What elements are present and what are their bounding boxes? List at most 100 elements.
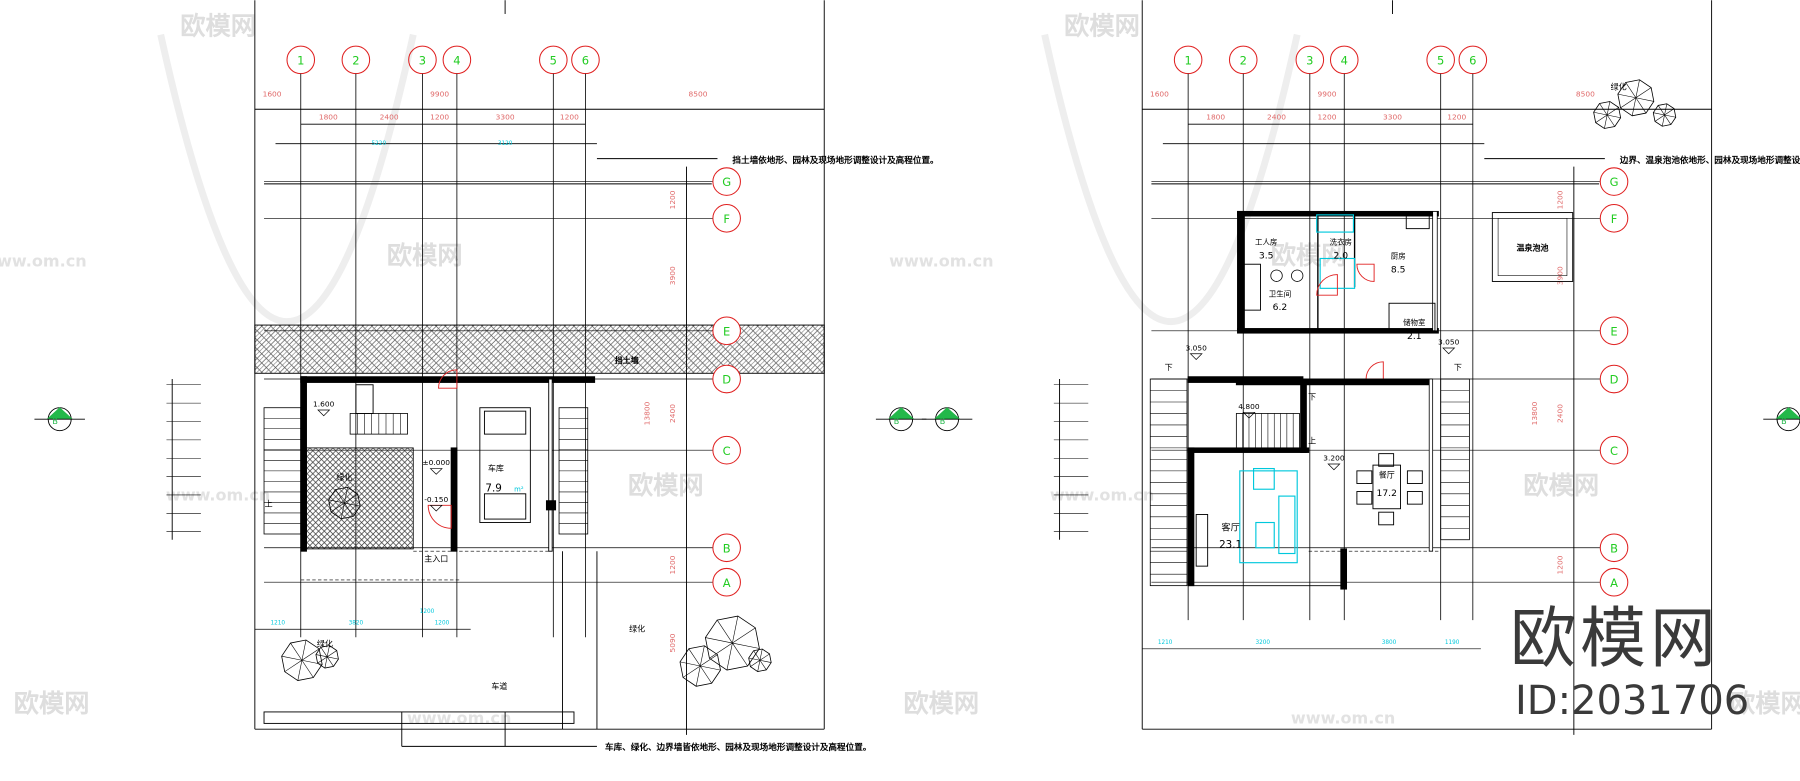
door-kitchen [1356, 263, 1375, 282]
tree-symbol [704, 615, 760, 671]
level-triangle [1189, 353, 1203, 360]
level-mark: 3.050 [1438, 338, 1460, 347]
watermark-logo: 欧模网 [180, 12, 256, 41]
tree-branch [1664, 108, 1675, 116]
axis-label: A [723, 576, 731, 590]
watermark-logo: 欧模网 [1064, 12, 1140, 41]
tree-branch [1664, 114, 1672, 125]
level-mark: 3.050 [1186, 343, 1208, 352]
armchair-icon [1252, 467, 1275, 490]
tree-branch [759, 648, 763, 661]
tree-branch [1599, 103, 1608, 116]
tree-branch [695, 665, 701, 687]
tree-branch [732, 642, 748, 667]
tree-branch [699, 645, 705, 667]
dimension-text: 5090 [668, 633, 677, 652]
tree-branch [1593, 111, 1608, 116]
watermark-site: www.om.cn [1050, 486, 1154, 505]
tree-branch [1635, 87, 1652, 99]
dimension-text: 1800 [1206, 113, 1225, 122]
tree-branch [688, 648, 701, 667]
axis-label: 5 [550, 53, 557, 67]
door-main-entry [427, 504, 452, 529]
tree-branch [330, 502, 345, 513]
level-triangle [429, 468, 443, 475]
tree-branch [317, 656, 328, 664]
watermark-logo: 欧模网 [1271, 241, 1347, 270]
dimension-text: 1210 [1158, 640, 1173, 646]
dining-chair-icon [1356, 470, 1373, 484]
tree-branch [1635, 97, 1647, 114]
tv-cabinet-icon [1195, 514, 1209, 567]
tree-branch [700, 665, 721, 671]
tree-branch [700, 654, 718, 667]
room-area: 8.5 [1391, 264, 1406, 275]
tree-symbol [281, 639, 323, 681]
tree-branch [327, 656, 339, 660]
room-name: 工人房 [1255, 237, 1277, 247]
dimension-text: 3300 [496, 113, 515, 122]
watermark-id: ID:2031706 [1515, 678, 1750, 724]
watermark-site: www.om.cn [889, 252, 993, 271]
section-arrow-icon [933, 407, 961, 420]
axis-label: D [1610, 373, 1619, 387]
dimension-text: 13800 [643, 401, 652, 425]
watermark-logo: 欧模网 [1730, 689, 1800, 718]
tree-symbol [1652, 103, 1677, 127]
tree-branch [284, 660, 303, 672]
dimension-text: 13800 [1530, 401, 1539, 425]
wall-garage-west [450, 447, 458, 552]
watermark-site: www.om.cn [166, 486, 270, 505]
dimension-text: 8500 [1576, 90, 1595, 99]
axis-bubble-D [712, 364, 741, 394]
tree-branch [732, 627, 756, 644]
dining-chair-icon [1356, 491, 1373, 505]
axis-label: B [723, 541, 731, 555]
watermark-arc [1041, 33, 1301, 326]
tree-branch [315, 654, 328, 658]
dimension-text: 2400 [380, 113, 399, 122]
axis-bubble-E [1599, 316, 1629, 346]
axis-bubble-B [1599, 533, 1629, 563]
room-name: 厨房 [1391, 250, 1406, 260]
stove-icon [1405, 214, 1430, 230]
dining-chair-icon [1406, 491, 1423, 505]
level-mark: 1.600 [313, 400, 335, 409]
stair-down-label: 下 [1165, 363, 1173, 372]
tree-branch [1620, 97, 1637, 109]
tree-branch [301, 648, 320, 661]
driveway-label: 车道 [491, 681, 507, 691]
watermark-brand: 欧模网 [1510, 600, 1720, 677]
axis-label: 4 [453, 53, 460, 67]
dimension-text: 1800 [319, 113, 338, 122]
dining-chair-icon [1406, 470, 1423, 484]
watermark-logo: 欧模网 [903, 689, 979, 718]
dimension-text: 8500 [688, 90, 707, 99]
column [545, 500, 557, 511]
bathtub-icon [1242, 263, 1261, 311]
dimension-text: 9900 [1318, 90, 1337, 99]
tree-symbol [1617, 79, 1655, 117]
room-area: 3.5 [1259, 250, 1274, 261]
tree-branch [759, 659, 772, 663]
courtyard-hatch [306, 447, 414, 550]
axis-label: 6 [1469, 53, 1476, 67]
dimension-text: 3900 [668, 266, 677, 285]
wall-south [1237, 328, 1439, 334]
dimension-text: 1190 [1445, 640, 1460, 646]
dining-table-icon [1372, 464, 1401, 510]
basin-icon [1291, 269, 1304, 282]
section-label: B [1781, 417, 1787, 426]
tree-branch [1606, 101, 1611, 116]
tree-branch [335, 489, 345, 504]
retaining-wall-label: 挡土墙 [615, 355, 639, 365]
wall-dining-east [1428, 378, 1434, 552]
axis-bubble-G [1599, 167, 1629, 196]
axis-label: C [1610, 444, 1618, 458]
axis-label: 4 [1341, 53, 1348, 67]
coffee-table-icon [1255, 521, 1275, 549]
axis-label: 3 [419, 53, 426, 67]
tree-symbol [679, 645, 721, 687]
axis-label: F [1611, 212, 1618, 226]
